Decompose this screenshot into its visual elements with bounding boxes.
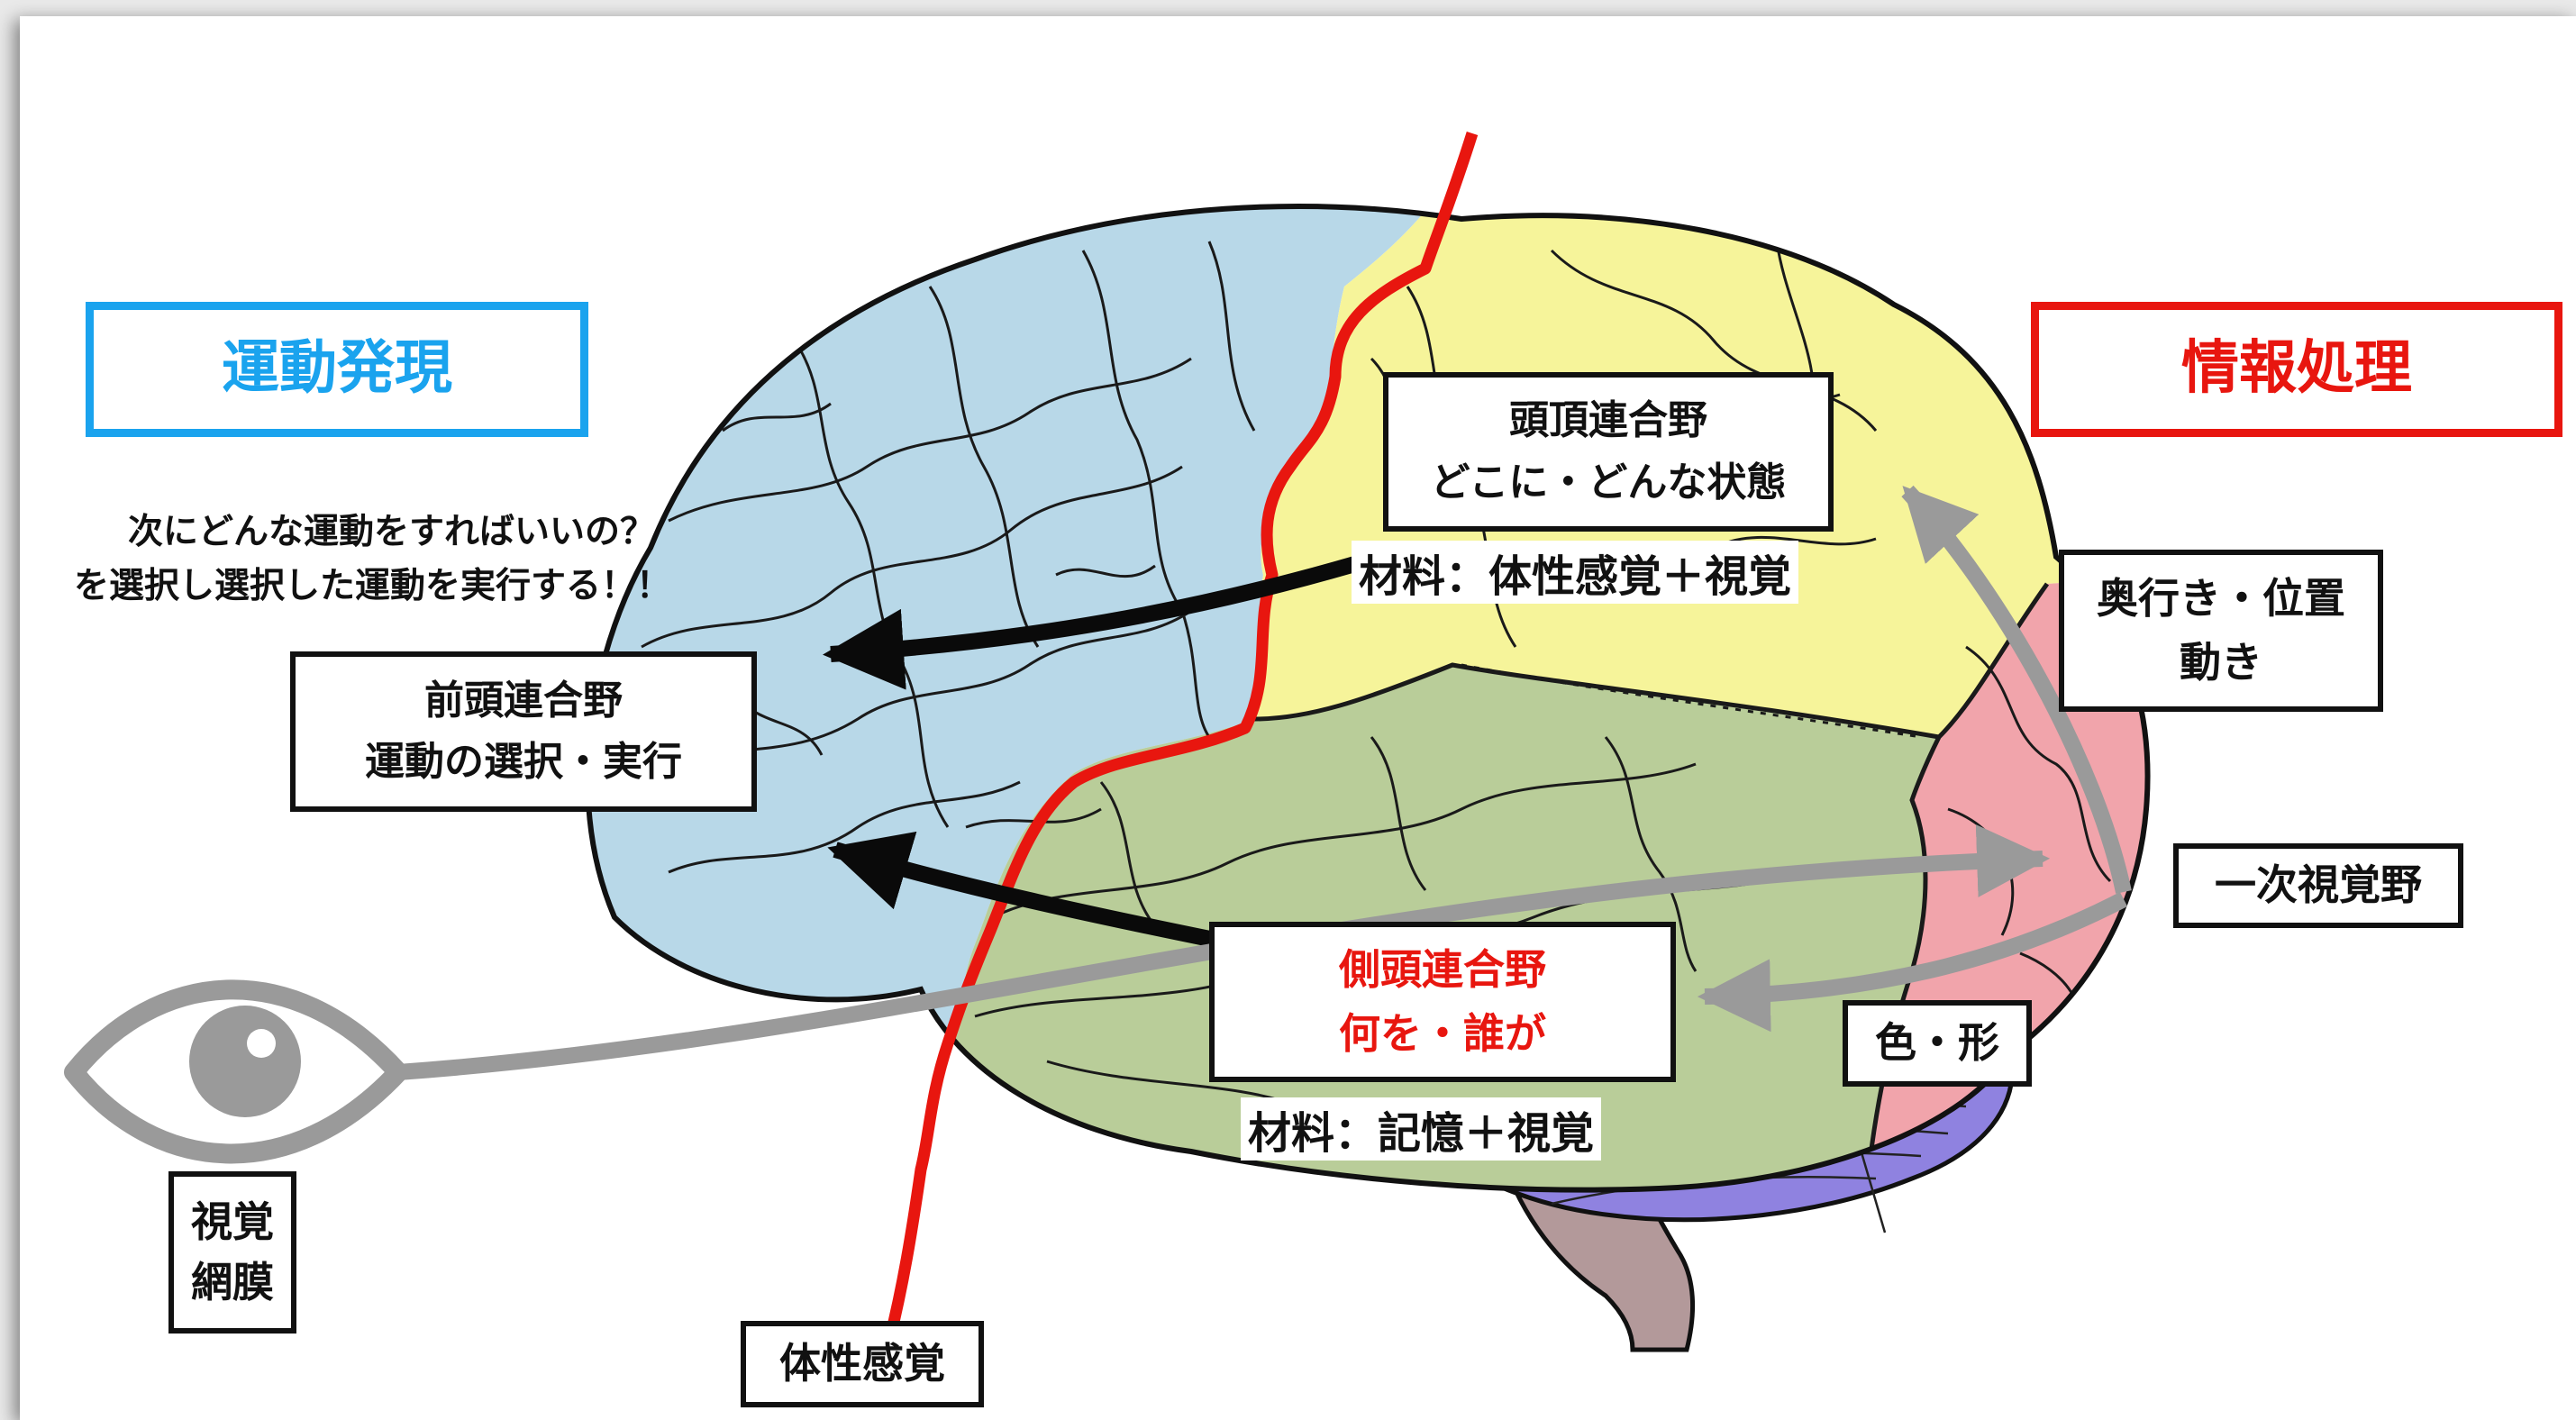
temporal-material-label: 材料：記憶＋視覚 xyxy=(1241,1097,1602,1161)
ventral-stream-arrow xyxy=(1697,892,2128,1033)
parietal-material-label: 材料：体性感覚＋視覚 xyxy=(1352,541,1799,604)
eye-icon xyxy=(64,979,408,1164)
question-text: 次にどんな運動をすればいいの？ を選択し選択した運動を実行する！！ xyxy=(74,505,671,614)
motor-output-title: 運動発現 xyxy=(86,302,588,437)
parietal-to-frontal-arrow xyxy=(823,542,1406,690)
depth-position-box: 奥行き・位置 動き xyxy=(2059,550,2383,712)
depth-box-line-2: 動き xyxy=(2180,638,2262,687)
depth-box-line-1: 奥行き・位置 xyxy=(2097,573,2345,623)
parietal-box-line-1: 頭頂連合野 xyxy=(1509,397,1707,444)
central-sulcus-line xyxy=(883,132,1479,1343)
retina-line-1: 視覚 xyxy=(191,1197,274,1247)
frontal-box-line-1: 前頭連合野 xyxy=(424,677,623,724)
motor-output-title-text: 運動発現 xyxy=(222,335,452,403)
frontal-box-line-2: 運動の選択・実行 xyxy=(365,739,682,785)
visual-pathway-arrow xyxy=(397,824,2051,1080)
temporal-to-frontal-arrow xyxy=(827,831,1274,960)
dorsal-stream-arrow xyxy=(1901,485,2132,894)
temporal-box-line-1: 側頭連合野 xyxy=(1339,944,1546,994)
primary-visual-cortex-box: 一次視覚野 xyxy=(2173,843,2463,928)
info-processing-title-text: 情報処理 xyxy=(2181,335,2412,403)
question-line-1: 次にどんな運動をすればいいの？ xyxy=(128,512,656,552)
parietal-association-box: 頭頂連合野 どこに・どんな状態 xyxy=(1383,372,1834,532)
retina-box: 視覚 網膜 xyxy=(168,1171,296,1334)
lateral-sulcus xyxy=(1253,662,1940,740)
color-shape-label: 色・形 xyxy=(1875,1018,1999,1068)
question-line-2: を選択し選択した運動を実行する！！ xyxy=(74,566,672,607)
color-shape-box: 色・形 xyxy=(1843,1000,2032,1087)
primary-visual-cortex-label: 一次視覚野 xyxy=(2215,860,2422,910)
somatosensory-label: 体性感覚 xyxy=(779,1339,945,1388)
temporal-association-box: 側頭連合野 何を・誰が xyxy=(1209,922,1676,1082)
retina-line-2: 網膜 xyxy=(191,1258,274,1306)
info-processing-title: 情報処理 xyxy=(2031,302,2562,437)
parietal-box-line-2: どこに・どんな状態 xyxy=(1430,459,1787,505)
slide: 運動発現 情報処理 次にどんな運動をすればいいの？ を選択し選択した運動を実行す… xyxy=(20,16,2576,1420)
frontal-association-box: 前頭連合野 運動の選択・実行 xyxy=(290,651,757,812)
somatosensory-box: 体性感覚 xyxy=(741,1321,984,1407)
temporal-box-line-2: 何を・誰が xyxy=(1339,1009,1546,1058)
